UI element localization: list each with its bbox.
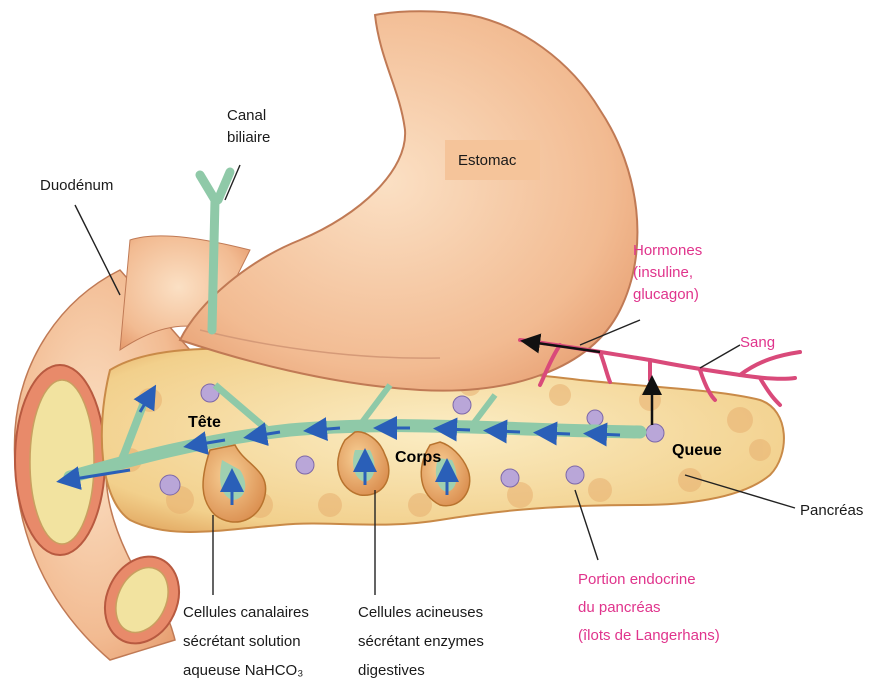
bile-duct-label-line-2: biliaire (227, 127, 270, 149)
tail-label: Queue (672, 440, 722, 462)
ductal-cells-label-line-3: aqueuse NaHCO₃ (183, 656, 309, 685)
ductal-cells-label-line-2: sécrétant solution (183, 627, 309, 656)
bile-duct-label-line-1: Canal (227, 105, 270, 127)
ductal-cells-label-line-1: Cellules canalaires (183, 598, 309, 627)
head-label: Tête (188, 412, 221, 434)
ductal-cells-label: Cellules canalaires sécrétant solution a… (183, 598, 309, 685)
acinar-cells-label-line-3: digestives (358, 656, 484, 685)
stomach-label: Estomac (458, 150, 516, 172)
stomach (180, 11, 637, 390)
acinar-cells-label-line-2: sécrétant enzymes (358, 627, 484, 656)
hormones-label-line-3: glucagon) (633, 284, 702, 306)
hormones-label: Hormones (insuline, glucagon) (633, 240, 702, 306)
endocrine-portion-label: Portion endocrine du pancréas (îlots de … (578, 566, 720, 650)
body-label: Corps (395, 447, 441, 469)
blood-label: Sang (740, 332, 775, 354)
endocrine-portion-label-line-3: (îlots de Langerhans) (578, 622, 720, 650)
pancreas-label: Pancréas (800, 500, 863, 522)
hormones-label-line-2: (insuline, (633, 262, 702, 284)
endocrine-portion-label-line-1: Portion endocrine (578, 566, 720, 594)
acinar-cells-label-line-1: Cellules acineuses (358, 598, 484, 627)
duodenum-label: Duodénum (40, 175, 113, 197)
hormones-label-line-1: Hormones (633, 240, 702, 262)
bile-duct-label: Canal biliaire (227, 105, 270, 149)
endocrine-portion-label-line-2: du pancréas (578, 594, 720, 622)
acinar-cells-label: Cellules acineuses sécrétant enzymes dig… (358, 598, 484, 685)
